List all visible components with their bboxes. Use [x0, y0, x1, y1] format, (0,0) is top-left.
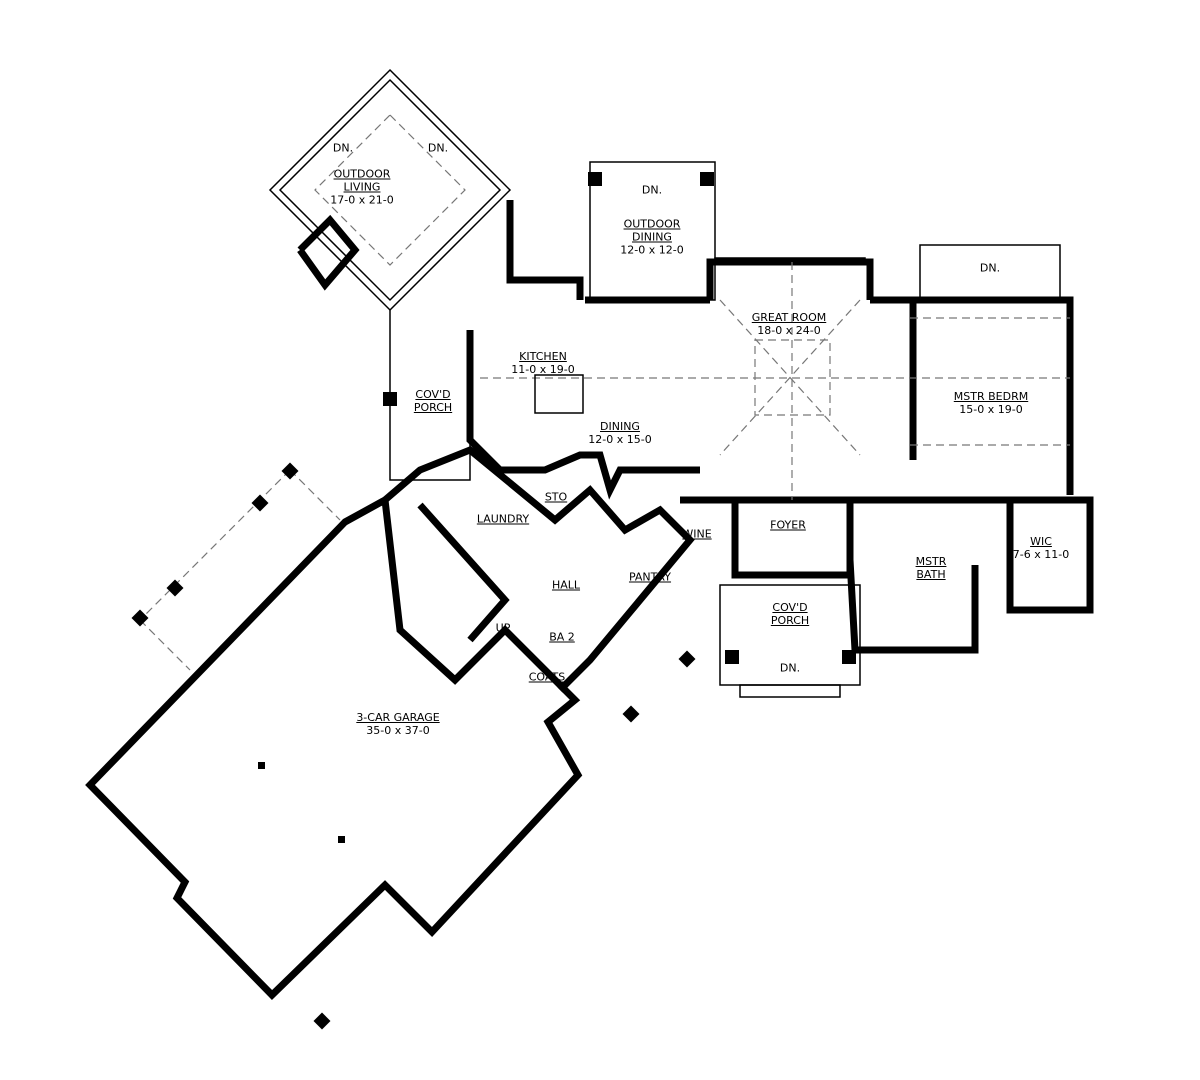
room-name: GREAT ROOM [751, 311, 827, 324]
beam-line [719, 299, 861, 456]
room-label-hall: HALL [552, 579, 580, 592]
room-name: 3-CAR GARAGE [356, 711, 440, 724]
room-name: STO [544, 490, 568, 504]
room-name: COV'D [415, 388, 451, 401]
great-room-deck [714, 257, 866, 265]
kitchen-west-wall [506, 200, 584, 300]
down-arrow-label: DN. [641, 183, 663, 197]
bath-lower-walls [846, 559, 979, 654]
kitchen-island [534, 374, 584, 414]
porch-west-wall [466, 330, 503, 473]
room-label-pantry: PANTRY [629, 571, 671, 584]
bath-walls [850, 496, 1094, 614]
room-name: OUTDOOR [623, 217, 681, 231]
room-name: COV'D [772, 601, 808, 614]
wine-foyer-walls [680, 496, 854, 579]
room-name: DINING [600, 420, 640, 433]
room-name: PORCH [770, 614, 810, 627]
room-size: 12-0 x 12-0 [620, 243, 684, 257]
garage-walls [85, 494, 583, 1000]
outdoor-living-outline [278, 78, 502, 302]
room-name: MSTR [915, 555, 947, 568]
room-name: PORCH [413, 401, 453, 414]
room-name: WIC [1030, 535, 1052, 548]
outdoor-dining-porch [589, 161, 716, 301]
stair-walls [417, 502, 510, 643]
room-size: 17-0 x 21-0 [330, 193, 394, 207]
room-name: BA 2 [549, 630, 575, 644]
room-name: PANTRY [628, 570, 672, 584]
room-size: 12-0 x 15-0 [588, 433, 652, 446]
room-name: LAUNDRY [476, 512, 530, 526]
garage-trellis-line [139, 619, 191, 671]
room-label-coats: COATS [529, 671, 566, 684]
room-name: COATS [528, 670, 566, 684]
down-arrow-label: DN. [979, 261, 1001, 275]
garage-trellis-line [289, 469, 341, 521]
room-label-foyer: FOYER [770, 519, 806, 532]
room-name: WINE [682, 527, 712, 541]
room-label-wine: WINE [682, 528, 711, 541]
great-room-walls [706, 258, 874, 300]
room-size: 7-6 x 11-0 [1012, 548, 1070, 561]
outdoor-living-inner-dash [314, 114, 466, 266]
room-name: MSTR BEDRM [953, 390, 1029, 403]
room-label-laundry: LAUNDRY [477, 513, 529, 526]
down-arrow-label: DN. [779, 661, 801, 675]
laundry-walls [382, 445, 695, 693]
room-name: BATH [916, 568, 946, 581]
room-label-ba2: BA 2 [549, 631, 575, 644]
room-name: DINING [632, 230, 672, 244]
room-size: 18-0 x 24-0 [757, 324, 821, 337]
room-name: OUTDOOR [333, 167, 391, 181]
down-arrow-label: DN. [332, 141, 354, 155]
room-name: LIVING [343, 180, 381, 194]
columns [131, 172, 856, 1030]
room-name: FOYER [770, 518, 806, 532]
down-arrow-label: DN. [427, 141, 449, 155]
room-name: KITCHEN [519, 350, 567, 363]
front-porch-step [739, 684, 841, 698]
room-name: HALL [551, 578, 581, 592]
room-size: 11-0 x 19-0 [511, 363, 575, 376]
fireplace [297, 214, 360, 291]
garage-trellis-line [139, 469, 291, 621]
bedroom-deck [919, 244, 1061, 301]
ceiling-detail [754, 339, 831, 416]
stair-up-label: UP [495, 621, 511, 635]
room-label-sto: STO [545, 491, 567, 504]
room-size: 15-0 x 19-0 [959, 403, 1023, 416]
room-size: 35-0 x 37-0 [366, 724, 430, 737]
kitchen-dining-walls [468, 447, 700, 500]
